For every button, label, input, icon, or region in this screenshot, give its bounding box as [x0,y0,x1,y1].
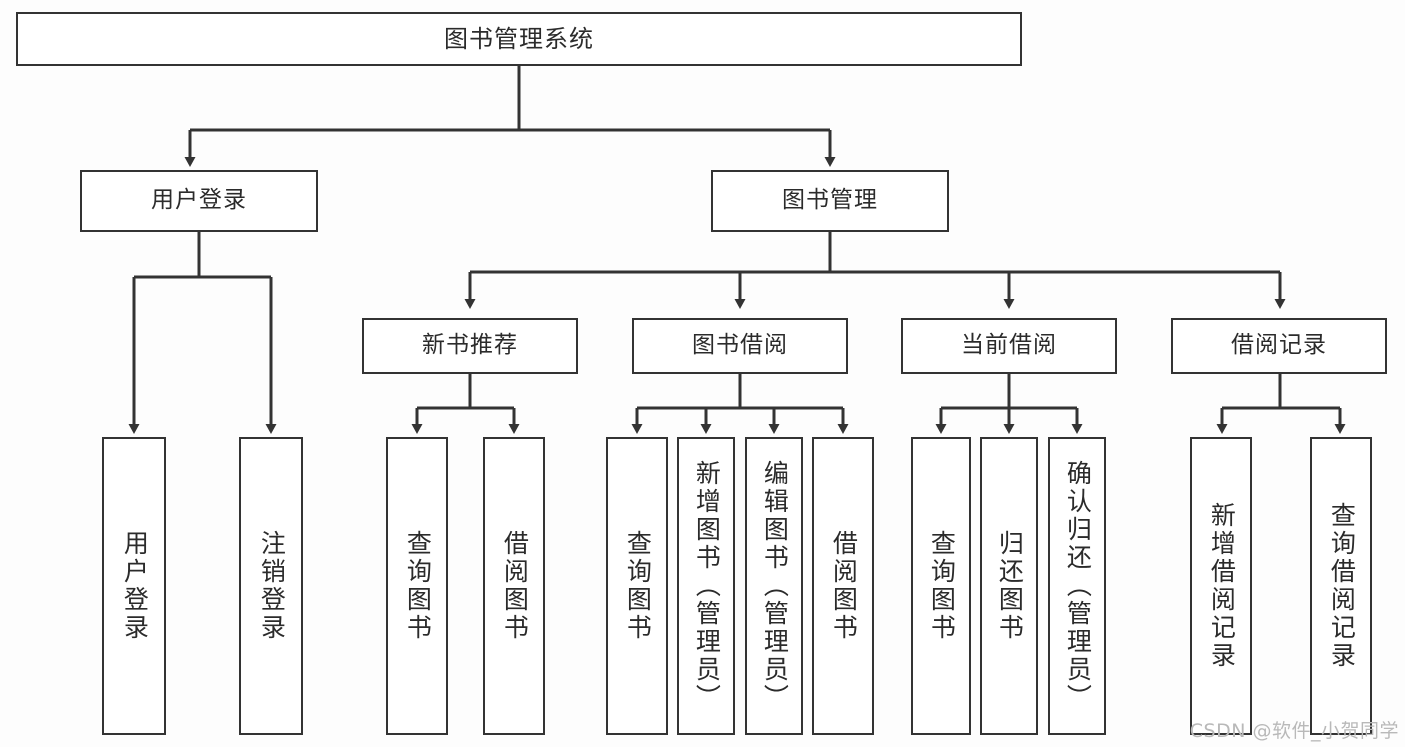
leaf-user-login[interactable]: 用户登录 [102,437,166,735]
node-new-book-recommend[interactable]: 新书推荐 [362,318,578,374]
leaf-label: 用户登录 [120,530,150,642]
leaf-add-borrow-record[interactable]: 新增借阅记录 [1190,437,1252,735]
leaf-query-borrow-record[interactable]: 查询借阅记录 [1310,437,1372,735]
leaf-label: 查询图书 [403,530,433,642]
leaf-label: 查询图书 [927,530,957,642]
leaf-borrow-book[interactable]: 借阅图书 [812,437,874,735]
watermark-credit: CSDN @软件_小贺同学 [1189,720,1399,742]
leaf-label: 确认归还（管理员） [1063,460,1093,712]
leaf-query-book-borrow[interactable]: 查询图书 [606,437,668,735]
leaf-label: 归还图书 [995,530,1025,642]
leaf-label: 注销登录 [257,530,287,642]
leaf-return-book[interactable]: 归还图书 [980,437,1038,735]
leaf-edit-book-admin[interactable]: 编辑图书（管理员） [745,437,803,735]
leaf-query-book-current[interactable]: 查询图书 [911,437,971,735]
node-user-login[interactable]: 用户登录 [80,170,318,232]
leaf-query-book-new-recommend[interactable]: 查询图书 [386,437,448,735]
leaf-label: 新增图书（管理员） [692,460,722,712]
leaf-logout-login[interactable]: 注销登录 [239,437,303,735]
leaf-label: 借阅图书 [500,530,530,642]
leaf-label: 查询图书 [623,530,653,642]
leaf-label: 借阅图书 [829,530,859,642]
node-book-borrow[interactable]: 图书借阅 [632,318,848,374]
node-borrow-record[interactable]: 借阅记录 [1171,318,1387,374]
leaf-add-book-admin[interactable]: 新增图书（管理员） [677,437,735,735]
node-root-system[interactable]: 图书管理系统 [16,12,1022,66]
leaf-confirm-return-admin[interactable]: 确认归还（管理员） [1048,437,1106,735]
leaf-label: 新增借阅记录 [1207,502,1237,670]
node-current-borrow[interactable]: 当前借阅 [901,318,1117,374]
leaf-label: 查询借阅记录 [1327,502,1357,670]
leaf-label: 编辑图书（管理员） [760,460,790,712]
node-book-manage[interactable]: 图书管理 [711,170,949,232]
leaf-borrow-book-new-recommend[interactable]: 借阅图书 [483,437,545,735]
